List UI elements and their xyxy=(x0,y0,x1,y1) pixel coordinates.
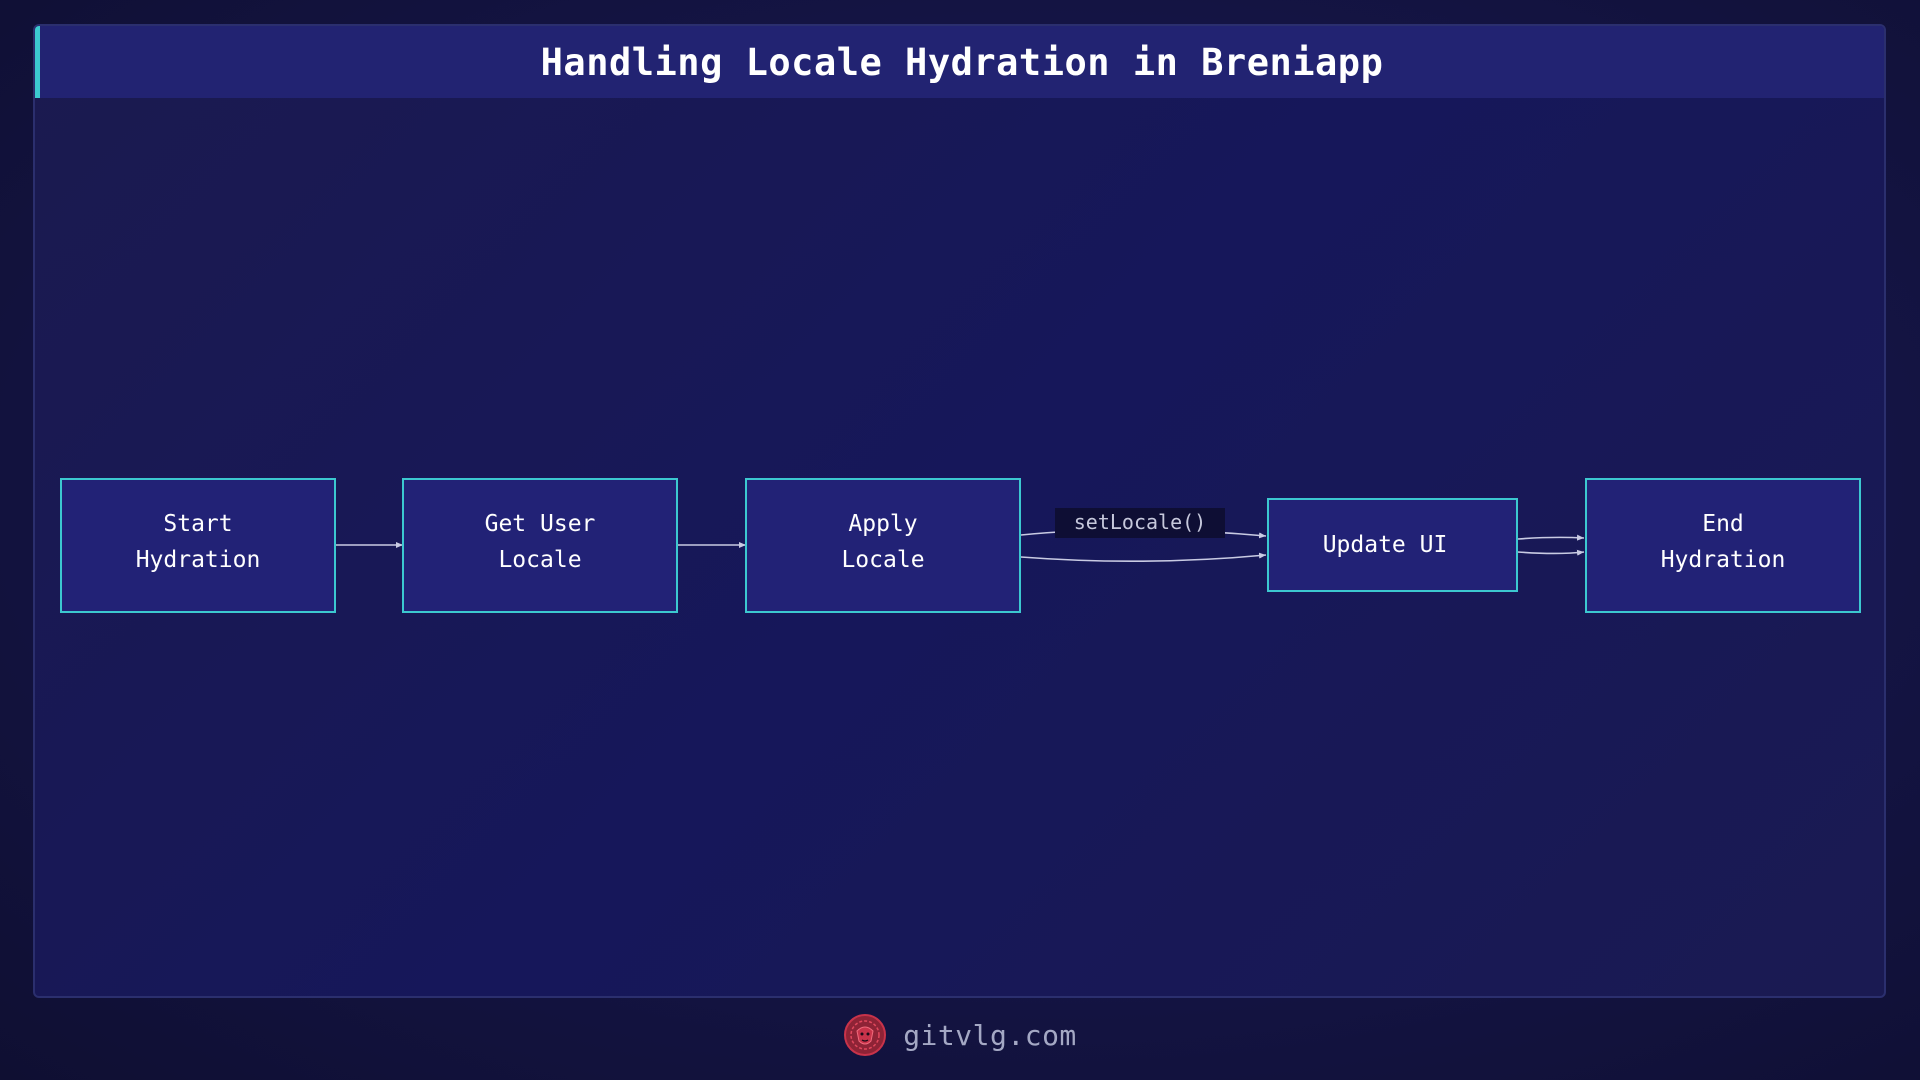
node-start-hydration[interactable]: Start Hydration xyxy=(60,478,336,613)
node-label-line-1: Start xyxy=(163,511,232,537)
node-get-user-locale[interactable]: Get User Locale xyxy=(402,478,678,613)
node-apply-locale[interactable]: Apply Locale xyxy=(745,478,1021,613)
edge-label-setlocale: setLocale() xyxy=(1055,508,1225,538)
edge-label-text: setLocale() xyxy=(1074,510,1206,534)
node-label-line-2: Hydration xyxy=(1661,547,1786,573)
node-box xyxy=(402,478,678,613)
node-label-line-1: Apply xyxy=(848,511,917,537)
footer-site-link[interactable]: gitvlg.com xyxy=(903,1018,1077,1052)
edge-update-ui-to-end-1 xyxy=(1517,534,1585,541)
node-label-line-1: Update UI xyxy=(1323,532,1448,558)
node-box xyxy=(60,478,336,613)
edge-label-background xyxy=(1055,508,1225,538)
node-label-line-2: Locale xyxy=(841,547,924,573)
node-update-ui[interactable]: Update UI xyxy=(1267,498,1518,592)
node-box xyxy=(1585,478,1861,613)
node-label-line-1: End xyxy=(1702,511,1744,537)
edge-update-ui-to-end-2 xyxy=(1517,549,1585,556)
node-label-line-2: Locale xyxy=(498,547,581,573)
edge-apply-locale-to-update-ui xyxy=(1020,552,1267,563)
node-label-line-1: Get User xyxy=(485,511,596,537)
lion-head-icon xyxy=(844,1014,887,1056)
page-title: Handling Locale Hydration in Breniapp xyxy=(540,40,1384,84)
node-end-hydration[interactable]: End Hydration xyxy=(1585,478,1861,613)
node-label-line-2: Hydration xyxy=(136,547,261,573)
node-box xyxy=(1267,498,1518,592)
footer: gitvlg.com xyxy=(0,1010,1920,1060)
title-bar: Handling Locale Hydration in Breniapp xyxy=(35,26,1884,98)
node-box xyxy=(745,478,1021,613)
diagram-panel: Handling Locale Hydration in Breniapp xyxy=(33,24,1886,998)
